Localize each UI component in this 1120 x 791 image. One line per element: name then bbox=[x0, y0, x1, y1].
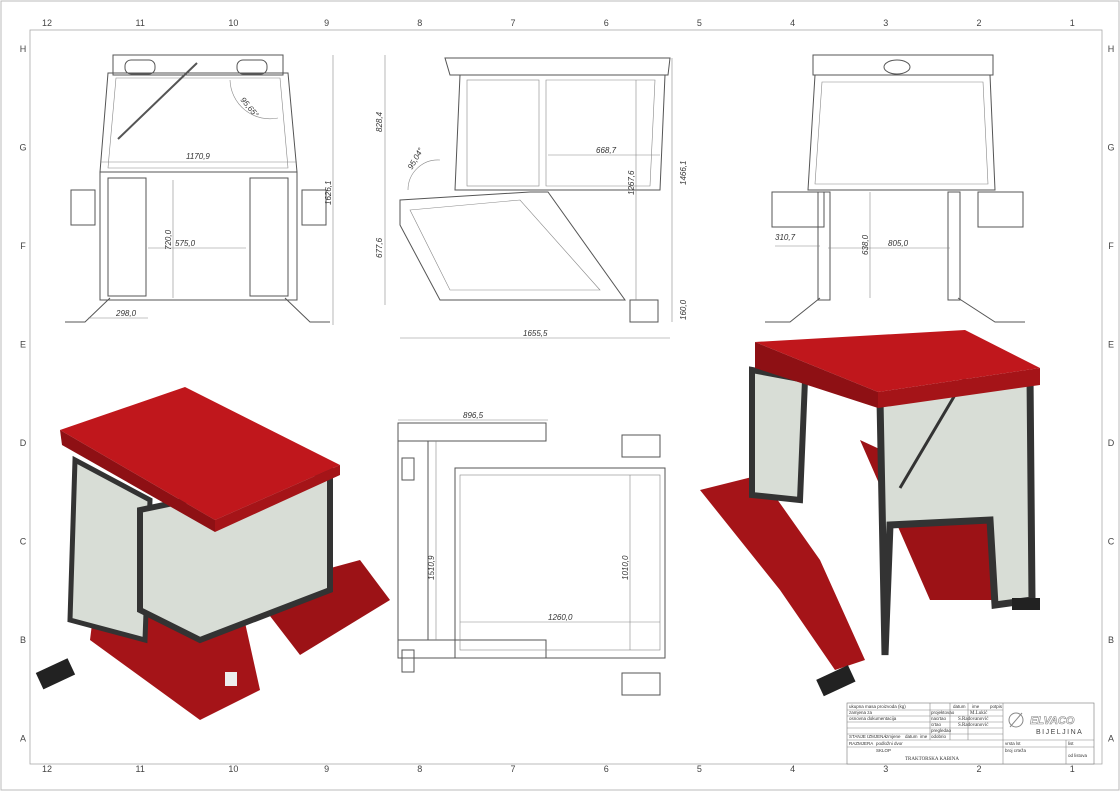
title-block-col-potpis: potpis bbox=[990, 704, 1003, 709]
title-block-row3: osnovna dokumentacija bbox=[849, 716, 897, 721]
title-block-col-ime: ime bbox=[972, 704, 980, 709]
title-block-role5: odobrio bbox=[931, 734, 947, 739]
row-marker-left: C bbox=[20, 537, 27, 547]
row-marker-left: D bbox=[20, 438, 27, 448]
row-marker-right: G bbox=[1107, 143, 1114, 153]
company-logo: ELVACO bbox=[1030, 715, 1075, 727]
column-marker-bottom: 10 bbox=[228, 764, 238, 774]
designer-name: M.Lukić bbox=[970, 711, 988, 716]
column-marker-top: 7 bbox=[510, 18, 515, 28]
row-marker-right: E bbox=[1108, 340, 1114, 350]
column-marker-top: 8 bbox=[417, 18, 422, 28]
row-marker-right: A bbox=[1108, 734, 1114, 744]
dim-rear-offset: 310,7 bbox=[775, 233, 796, 242]
column-marker-top: 12 bbox=[42, 18, 52, 28]
dim-door-width: 575,0 bbox=[175, 239, 196, 248]
column-marker-bottom: 12 bbox=[42, 764, 52, 774]
title-block-list: list bbox=[1068, 741, 1074, 746]
column-marker-top: 1 bbox=[1070, 18, 1075, 28]
cabin-render-left bbox=[35, 387, 390, 720]
dim-side-lower: 677,6 bbox=[375, 237, 384, 258]
drawing-title: TRAKTORSKA KABINA bbox=[905, 757, 959, 762]
inner-border bbox=[29, 29, 1103, 765]
row-marker-left: E bbox=[20, 340, 26, 350]
front-view: 1170,9 575,0 298,0 720,0 1626,1 95,65° bbox=[65, 54, 334, 325]
title-block-broj: broj crteža bbox=[1005, 748, 1027, 753]
title-block: ukupna masa proizvoda (kg) zamjena za os… bbox=[846, 702, 1095, 765]
company-city: BIJELJINA bbox=[1036, 729, 1083, 736]
row-marker-right: B bbox=[1108, 635, 1114, 645]
title-block-vrsta: vrsta lst bbox=[1005, 741, 1021, 746]
title-block-izmjene: izmjene bbox=[885, 734, 901, 739]
dim-front-width: 1170,9 bbox=[186, 152, 210, 161]
title-block-role1: projektovao bbox=[931, 710, 955, 715]
row-marker-right: F bbox=[1108, 241, 1114, 251]
dim-front-height: 1626,1 bbox=[324, 181, 333, 205]
dim-side-length: 1655,5 bbox=[523, 329, 548, 338]
title-block-name2: S.Radovanović bbox=[958, 717, 989, 722]
title-block-sklop: SKLOP bbox=[876, 748, 891, 753]
dim-rear-height: 638,0 bbox=[861, 234, 870, 255]
column-marker-bottom: 7 bbox=[510, 764, 515, 774]
dim-side-base: 160,0 bbox=[679, 299, 688, 320]
title-block-col-datum: datum bbox=[953, 704, 966, 709]
column-marker-bottom: 6 bbox=[604, 764, 609, 774]
column-marker-bottom: 1 bbox=[1070, 764, 1075, 774]
column-marker-top: 4 bbox=[790, 18, 795, 28]
title-block-datum2: datum bbox=[905, 734, 918, 739]
column-marker-top: 2 bbox=[976, 18, 981, 28]
dim-side-window: 668,7 bbox=[596, 146, 617, 155]
column-marker-bottom: 8 bbox=[417, 764, 422, 774]
column-marker-bottom: 3 bbox=[883, 764, 888, 774]
column-marker-bottom: 11 bbox=[136, 764, 145, 774]
top-view: 896,5 1510,9 1010,0 1260,0 bbox=[397, 411, 666, 696]
title-block-razmjera: RAZMJERA bbox=[849, 741, 873, 746]
row-marker-left: A bbox=[20, 734, 26, 744]
column-marker-bottom: 5 bbox=[697, 764, 702, 774]
title-block-role3: crtao bbox=[931, 722, 942, 727]
title-block-row2: zamjena za bbox=[849, 710, 873, 715]
column-marker-bottom: 2 bbox=[976, 764, 981, 774]
title-block-name3: S.Radovanović bbox=[958, 723, 989, 728]
row-marker-right: C bbox=[1108, 537, 1115, 547]
dim-top-overhang: 896,5 bbox=[463, 411, 484, 420]
title-block-stanje: STANJE IZMJENA bbox=[849, 734, 886, 739]
title-block-role2: nacrtao bbox=[931, 716, 947, 721]
row-marker-left: H bbox=[20, 44, 27, 54]
title-block-role4: pregledao bbox=[931, 728, 952, 733]
dim-rear-width: 805,0 bbox=[888, 239, 909, 248]
row-marker-left: B bbox=[20, 635, 26, 645]
row-marker-left: F bbox=[20, 241, 26, 251]
title-block-row1: ukupna masa proizvoda (kg) bbox=[849, 704, 906, 709]
title-block-listova: od listova bbox=[1068, 753, 1088, 758]
title-block-podloga: podložni dvor bbox=[876, 741, 903, 746]
row-marker-left: G bbox=[19, 143, 26, 153]
column-marker-top: 3 bbox=[883, 18, 888, 28]
dim-step: 298,0 bbox=[115, 309, 137, 318]
column-marker-top: 11 bbox=[136, 18, 145, 28]
column-marker-top: 5 bbox=[697, 18, 702, 28]
column-marker-top: 9 bbox=[324, 18, 329, 28]
dim-top-inner-length: 1260,0 bbox=[548, 613, 573, 622]
title-block-ime2: ime bbox=[920, 734, 928, 739]
row-marker-right: H bbox=[1108, 44, 1115, 54]
column-marker-bottom: 4 bbox=[790, 764, 795, 774]
dim-door-height: 720,0 bbox=[164, 229, 173, 250]
column-marker-top: 10 bbox=[228, 18, 238, 28]
column-marker-bottom: 9 bbox=[324, 764, 329, 774]
row-marker-right: D bbox=[1108, 438, 1115, 448]
cabin-render-right bbox=[700, 330, 1040, 697]
dim-side-mid: 1267,6 bbox=[627, 170, 636, 195]
dim-top-width: 1510,9 bbox=[427, 555, 436, 580]
column-marker-top: 6 bbox=[604, 18, 609, 28]
dim-side-height: 1466,1 bbox=[679, 161, 688, 185]
rear-view: 310,7 638,0 805,0 bbox=[765, 54, 1025, 323]
dim-top-inner-width: 1010,0 bbox=[621, 555, 630, 580]
dim-side-upper: 828,4 bbox=[375, 111, 384, 132]
